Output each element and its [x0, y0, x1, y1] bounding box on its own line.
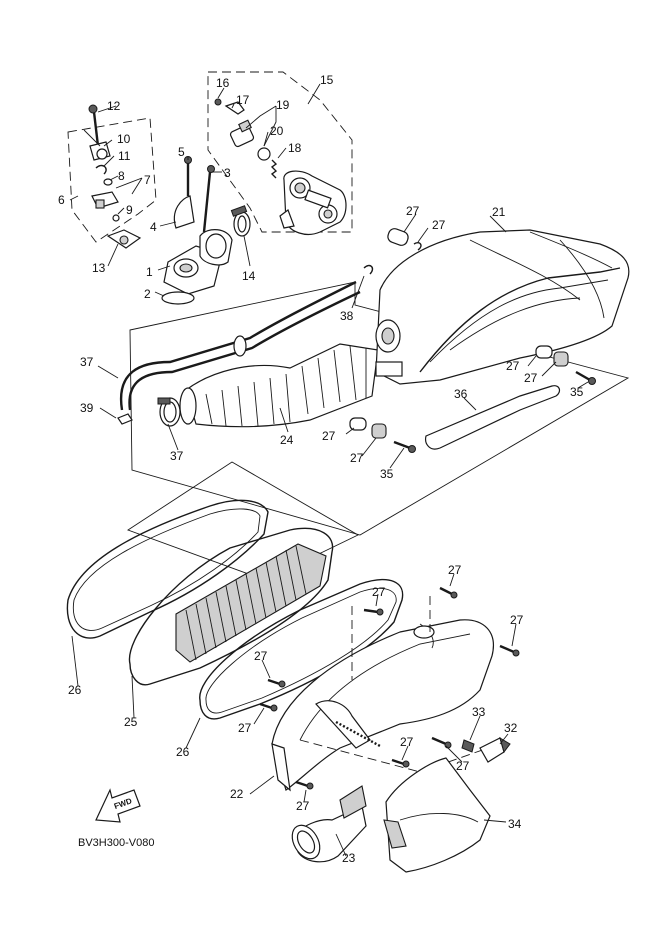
diagram-code: BV3H300-V080 [78, 837, 154, 849]
callout-31-right: 27 [524, 371, 538, 385]
callout-27g: 27 [456, 759, 470, 773]
callout-25: 25 [124, 715, 138, 729]
callout-23: 23 [342, 851, 356, 865]
callout-27c: 27 [510, 613, 524, 627]
callout-17: 17 [236, 93, 250, 107]
callout-numbers: 12 10 11 7 8 9 6 13 5 3 4 1 2 14 16 17 1… [58, 73, 584, 759]
callout-2: 2 [144, 287, 151, 301]
callout-28: 27 [406, 204, 420, 218]
leader-lines [69, 83, 589, 857]
callout-35-right: 35 [570, 385, 584, 399]
inlet-duct-23-and-cover-34 [291, 757, 491, 873]
air-cleaner-cover-22 [271, 596, 494, 792]
callout-1: 1 [146, 265, 153, 279]
callout-15: 15 [320, 73, 334, 87]
callout-31-left: 27 [350, 451, 364, 465]
fuel-injector-assembly [83, 104, 142, 249]
callout-27-a: 27 [448, 563, 462, 577]
callout-7: 7 [144, 173, 151, 187]
callout-21: 21 [492, 205, 506, 219]
callout-38: 37 [80, 355, 94, 369]
callout-35-left: 35 [380, 467, 394, 481]
intake-hose-and-duct [117, 280, 379, 428]
filter-element-and-gaskets [66, 499, 404, 720]
callout-29: 27 [432, 218, 446, 232]
callout-26-right: 26 [176, 745, 190, 759]
callout-24: 24 [280, 433, 294, 447]
callout-32: 32 [504, 721, 518, 735]
throttle-body-assembly [214, 98, 347, 237]
intake-manifold-assembly [161, 156, 233, 305]
callout-19: 19 [276, 98, 290, 112]
callout-30-left: 27 [322, 429, 336, 443]
callout-12: 12 [107, 99, 121, 113]
callout-3: 3 [224, 166, 231, 180]
callout-30-right: 27 [506, 359, 520, 373]
air-cleaner-case-21 [363, 228, 630, 385]
callout-36: 36 [454, 387, 468, 401]
callout-9: 9 [126, 203, 133, 217]
mounting-hardware [349, 345, 596, 453]
callout-37: 37 [170, 449, 184, 463]
callout-8: 8 [118, 169, 125, 183]
callout-27b: 27 [372, 585, 386, 599]
callout-27e: 27 [238, 721, 252, 735]
callout-33: 33 [472, 705, 486, 719]
callout-20: 20 [270, 124, 284, 138]
callout-16: 16 [216, 76, 230, 90]
callout-40: 39 [80, 401, 94, 415]
callout-34: 34 [508, 817, 522, 831]
fwd-direction-arrow: FWD [95, 788, 141, 823]
callout-27f: 27 [400, 735, 414, 749]
callout-27h: 27 [296, 799, 310, 813]
callout-10: 10 [117, 132, 131, 146]
callout-39: 38 [340, 309, 354, 323]
cover-screws [259, 586, 520, 790]
callout-26-left: 26 [68, 683, 82, 697]
callout-14: 14 [242, 269, 256, 283]
callout-13: 13 [92, 261, 106, 275]
callout-5: 5 [178, 145, 185, 159]
callout-11: 11 [118, 149, 131, 163]
callout-22: 22 [230, 787, 244, 801]
callout-27d: 27 [254, 649, 268, 663]
callout-6: 6 [58, 193, 65, 207]
callout-18: 18 [288, 141, 302, 155]
callout-4: 4 [150, 220, 157, 234]
